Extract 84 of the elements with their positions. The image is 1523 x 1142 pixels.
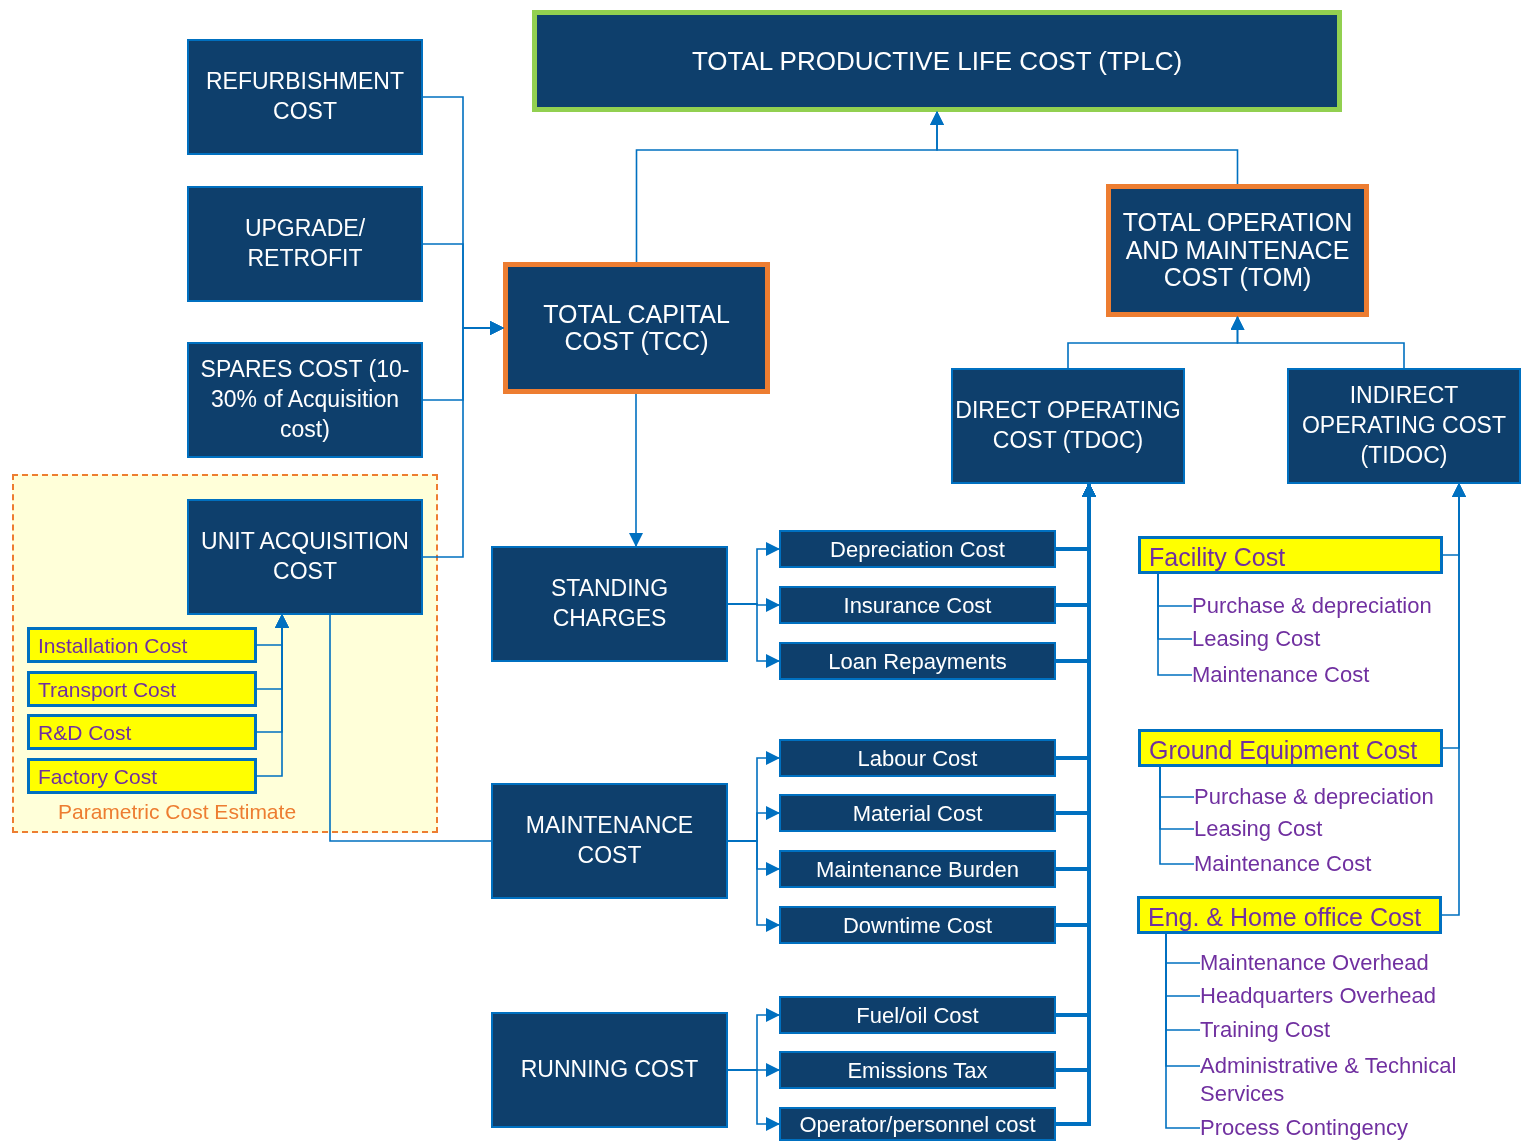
cost-item-box	[779, 996, 1056, 1034]
cost-box	[187, 342, 423, 458]
cost-item-box	[779, 1051, 1056, 1089]
box-label: Insurance Cost	[843, 591, 992, 620]
box-label: Eng. & Home office Cost	[1148, 902, 1422, 931]
sub-item-text: Leasing Cost	[1192, 625, 1462, 653]
box-label: MAINTENANCE COST	[524, 811, 695, 870]
arrow	[422, 321, 504, 558]
box-label: Installation Cost	[38, 633, 188, 659]
box-label: Labour Cost	[857, 744, 978, 773]
sub-item-text: Headquarters Overhead	[1200, 982, 1500, 1010]
cost-item-box	[779, 642, 1056, 680]
cost-item-box	[779, 906, 1056, 944]
box-label: Material Cost	[852, 799, 983, 828]
sub-item-text: Purchase & depreciation	[1192, 592, 1462, 620]
connector-line	[1157, 573, 1193, 676]
box-label: Facility Cost	[1149, 542, 1286, 571]
connector-line	[329, 614, 492, 842]
connector-line	[1159, 766, 1195, 865]
cost-item-box	[779, 739, 1056, 777]
cost-category-box	[1137, 896, 1442, 934]
cost-input-box	[27, 758, 257, 794]
box-label: TOTAL CAPITAL COST (TCC)	[542, 300, 731, 356]
cost-category-box	[1138, 536, 1443, 574]
box-label: UNIT ACQUISITION COST	[200, 527, 410, 586]
cost-box	[491, 546, 728, 662]
box-label: Transport Cost	[38, 677, 177, 703]
cost-box	[951, 368, 1185, 484]
arrow	[727, 1069, 780, 1131]
sub-item-text: Process Contingency	[1200, 1114, 1500, 1142]
cost-box	[187, 186, 423, 302]
box-label: Maintenance Burden	[816, 855, 1019, 884]
cost-item-box	[779, 530, 1056, 568]
arrow	[256, 614, 289, 777]
cost-input-box	[27, 714, 257, 750]
cost-box	[491, 1012, 728, 1128]
box-label: STANDING CHARGES	[549, 574, 670, 633]
box-label: Fuel/oil Cost	[856, 1001, 979, 1030]
box-label: R&D Cost	[38, 720, 132, 746]
box-label: Operator/personnel cost	[799, 1110, 1036, 1139]
cost-item-box	[779, 794, 1056, 832]
arrow	[1230, 316, 1405, 369]
box-label: Emissions Tax	[847, 1056, 988, 1085]
cost-category-box	[1138, 729, 1443, 767]
box-label: RUNNING COST	[520, 1055, 699, 1085]
sub-item-text: Maintenance Cost	[1192, 661, 1462, 689]
box-label: Factory Cost	[38, 764, 158, 790]
dashed-region	[12, 474, 438, 833]
arrow	[930, 111, 1239, 185]
cost-box	[187, 39, 423, 155]
sub-item-text: Administrative & Technical Services	[1200, 1052, 1500, 1108]
sub-item-text: Leasing Cost	[1194, 815, 1464, 843]
sub-item-text: Purchase & depreciation	[1194, 783, 1464, 811]
cost-box	[1287, 368, 1521, 484]
cost-item-box	[779, 850, 1056, 888]
box-label: UPGRADE/ RETROFIT	[243, 214, 367, 273]
box-label: Downtime Cost	[842, 911, 993, 940]
cost-total-box	[503, 262, 770, 394]
cost-total-box	[1106, 184, 1369, 317]
sub-item-text: Training Cost	[1200, 1016, 1500, 1044]
arrow	[727, 840, 780, 932]
box-label: TOTAL OPERATION AND MAINTENACE COST (TOM)	[1121, 209, 1354, 292]
box-label: SPARES COST (10-30% of Acquisition cost)	[199, 355, 411, 444]
cost-box	[491, 783, 728, 899]
total-cost-box	[532, 10, 1342, 112]
arrow	[1441, 483, 1466, 916]
arrow	[727, 603, 780, 668]
cost-input-box	[27, 627, 257, 663]
box-label: INDIRECT OPERATING COST (TIDOC)	[1300, 381, 1507, 470]
box-label: REFURBISHMENT COST	[204, 67, 406, 126]
sub-item-text: Maintenance Overhead	[1200, 949, 1500, 977]
box-label: TOTAL PRODUCTIVE LIFE COST (TPLC)	[691, 44, 1183, 78]
box-label: DIRECT OPERATING COST (TDOC)	[954, 396, 1182, 455]
connector-line	[1165, 933, 1201, 1129]
sub-item-text: Maintenance Cost	[1194, 850, 1464, 878]
cost-box	[187, 499, 423, 615]
cost-input-box	[27, 671, 257, 707]
box-label: Ground Equipment Cost	[1149, 735, 1418, 764]
cost-item-box	[779, 1107, 1056, 1141]
cost-item-box	[779, 586, 1056, 624]
box-label: Loan Repayments	[828, 647, 1007, 676]
arrow	[629, 393, 643, 547]
box-label: Depreciation Cost	[830, 535, 1005, 564]
region-label: Parametric Cost Estimate	[58, 798, 297, 825]
